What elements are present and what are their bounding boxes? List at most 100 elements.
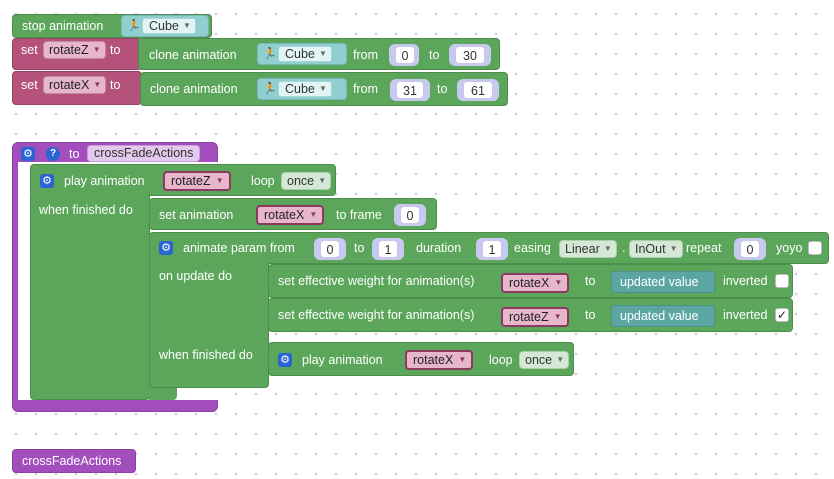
to-number-slot: 61 bbox=[457, 79, 499, 101]
model-selector[interactable]: 🏃 Cube▼ bbox=[121, 15, 209, 37]
gear-icon[interactable]: ⚙ bbox=[159, 241, 173, 255]
duration-number-slot: 1 bbox=[476, 238, 508, 260]
clone-animation-block[interactable]: clone animation 🏃 Cube▼ from 31 to 61 bbox=[140, 72, 508, 106]
variable-dropdown-rotateZ[interactable]: rotateZ▼ bbox=[163, 171, 231, 191]
from-input[interactable]: 0 bbox=[320, 240, 340, 258]
duration-label: duration bbox=[416, 241, 462, 255]
walking-person-icon: 🏃 bbox=[263, 83, 277, 95]
play-animation-label: play animation bbox=[302, 353, 383, 367]
chevron-down-icon: ▼ bbox=[554, 278, 563, 287]
variable-dropdown-rotateX[interactable]: rotateX▼ bbox=[405, 350, 474, 370]
repeat-label: repeat bbox=[686, 241, 722, 255]
to-label: to bbox=[429, 48, 440, 62]
chevron-down-icon: ▼ bbox=[92, 45, 101, 54]
set-animation-label: set animation bbox=[159, 208, 234, 222]
inverted-checkbox[interactable]: ✓ bbox=[775, 308, 789, 322]
inverted-label: inverted bbox=[723, 308, 768, 322]
chevron-down-icon: ▼ bbox=[556, 355, 565, 364]
play-animation-block[interactable]: ⚙ play animation rotateX▼ loop once▼ bbox=[268, 342, 574, 376]
loop-dropdown[interactable]: once▼ bbox=[281, 172, 332, 190]
clone-animation-block[interactable]: clone animation 🏃 Cube▼ from 0 to 30 bbox=[138, 38, 500, 70]
play-animation-block[interactable]: ⚙ play animation rotateZ▼ loop once▼ bbox=[30, 164, 336, 196]
yoyo-checkbox[interactable] bbox=[808, 241, 822, 255]
gear-icon[interactable]: ⚙ bbox=[40, 174, 54, 188]
procedure-call-label: crossFadeActions bbox=[22, 454, 122, 468]
repeat-number-slot: 0 bbox=[734, 238, 766, 260]
gear-icon[interactable]: ⚙ bbox=[21, 147, 35, 161]
variable-dropdown-rotateX[interactable]: rotateX▼ bbox=[501, 273, 570, 293]
loop-label: loop bbox=[489, 353, 513, 367]
repeat-input[interactable]: 0 bbox=[740, 240, 760, 258]
frame-input[interactable]: 0 bbox=[400, 206, 420, 224]
variable-dropdown-rotateZ[interactable]: rotateZ▼ bbox=[501, 307, 569, 327]
animate-param-body bbox=[149, 262, 269, 388]
from-input[interactable]: 31 bbox=[396, 81, 424, 99]
when-finished-label: when finished do bbox=[159, 348, 253, 362]
duration-input[interactable]: 1 bbox=[482, 240, 502, 258]
help-icon[interactable]: ? bbox=[46, 147, 60, 161]
loop-label: loop bbox=[251, 174, 275, 188]
chevron-down-icon: ▼ bbox=[669, 244, 678, 253]
easing-dropdown[interactable]: Linear▼ bbox=[559, 240, 617, 258]
loop-dropdown[interactable]: once▼ bbox=[519, 351, 570, 369]
to-label: to bbox=[585, 274, 596, 288]
to-frame-label: to frame bbox=[336, 208, 382, 222]
on-update-label: on update do bbox=[159, 269, 232, 283]
inverted-checkbox[interactable] bbox=[775, 274, 789, 288]
chevron-down-icon: ▼ bbox=[309, 210, 318, 219]
set-label: set bbox=[21, 78, 38, 92]
to-input[interactable]: 61 bbox=[463, 81, 493, 99]
procedure-name-field[interactable]: crossFadeActions bbox=[87, 145, 201, 162]
set-variable-block[interactable]: set rotateZ▼ to bbox=[12, 38, 142, 70]
variable-dropdown-rotateZ[interactable]: rotateZ▼ bbox=[43, 41, 106, 59]
to-number-slot: 1 bbox=[372, 238, 404, 260]
from-input[interactable]: 0 bbox=[395, 46, 415, 64]
play-animation-label: play animation bbox=[64, 174, 145, 188]
animate-param-block[interactable]: ⚙ animate param from 0 to 1 duration 1 e… bbox=[149, 232, 829, 264]
set-animation-block[interactable]: set animation rotateX▼ to frame 0 bbox=[149, 198, 437, 230]
chevron-down-icon: ▼ bbox=[318, 176, 327, 185]
variable-dropdown-rotateX[interactable]: rotateX▼ bbox=[43, 76, 107, 94]
play-animation-body bbox=[30, 194, 150, 400]
clone-animation-label: clone animation bbox=[150, 82, 238, 96]
from-number-slot: 0 bbox=[389, 44, 419, 66]
set-effective-weight-label: set effective weight for animation(s) bbox=[278, 308, 475, 322]
to-label: to bbox=[110, 78, 121, 92]
stop-animation-block[interactable]: stop animation 🏃 Cube▼ bbox=[12, 14, 212, 38]
walking-person-icon: 🏃 bbox=[127, 20, 141, 32]
when-finished-label: when finished do bbox=[39, 203, 133, 217]
set-effective-weight-block[interactable]: set effective weight for animation(s) ro… bbox=[268, 264, 793, 298]
model-dropdown[interactable]: Cube▼ bbox=[142, 18, 196, 34]
chevron-down-icon: ▼ bbox=[318, 49, 327, 58]
set-effective-weight-label: set effective weight for animation(s) bbox=[278, 274, 475, 288]
updated-value-block[interactable]: updated value bbox=[611, 305, 715, 327]
to-label: to bbox=[585, 308, 596, 322]
model-dropdown[interactable]: Cube▼ bbox=[278, 46, 332, 62]
frame-number-slot: 0 bbox=[394, 204, 426, 226]
model-selector[interactable]: 🏃 Cube▼ bbox=[257, 78, 347, 100]
walking-person-icon: 🏃 bbox=[263, 48, 277, 60]
from-label: from bbox=[353, 82, 378, 96]
from-number-slot: 31 bbox=[390, 79, 430, 101]
model-selector[interactable]: 🏃 Cube▼ bbox=[257, 43, 347, 65]
set-variable-block[interactable]: set rotateX▼ to bbox=[12, 71, 142, 105]
from-label: from bbox=[353, 48, 378, 62]
from-number-slot: 0 bbox=[314, 238, 346, 260]
procedure-call-block[interactable]: crossFadeActions bbox=[12, 449, 136, 473]
gear-icon[interactable]: ⚙ bbox=[278, 353, 292, 367]
easing-label: easing bbox=[514, 241, 551, 255]
play-animation-footer bbox=[149, 386, 177, 400]
chevron-down-icon: ▼ bbox=[458, 355, 467, 364]
variable-dropdown-rotateX[interactable]: rotateX▼ bbox=[256, 205, 325, 225]
to-input[interactable]: 30 bbox=[455, 46, 485, 64]
chevron-down-icon: ▼ bbox=[215, 176, 224, 185]
set-effective-weight-block[interactable]: set effective weight for animation(s) ro… bbox=[268, 298, 793, 332]
to-label: to bbox=[354, 241, 365, 255]
model-dropdown[interactable]: Cube▼ bbox=[278, 81, 332, 97]
easing-mode-dropdown[interactable]: InOut▼ bbox=[629, 240, 683, 258]
updated-value-block[interactable]: updated value bbox=[611, 271, 715, 293]
to-input[interactable]: 1 bbox=[378, 240, 398, 258]
animate-param-label: animate param from bbox=[183, 241, 295, 255]
set-label: set bbox=[21, 43, 38, 57]
to-label: to bbox=[69, 147, 80, 161]
